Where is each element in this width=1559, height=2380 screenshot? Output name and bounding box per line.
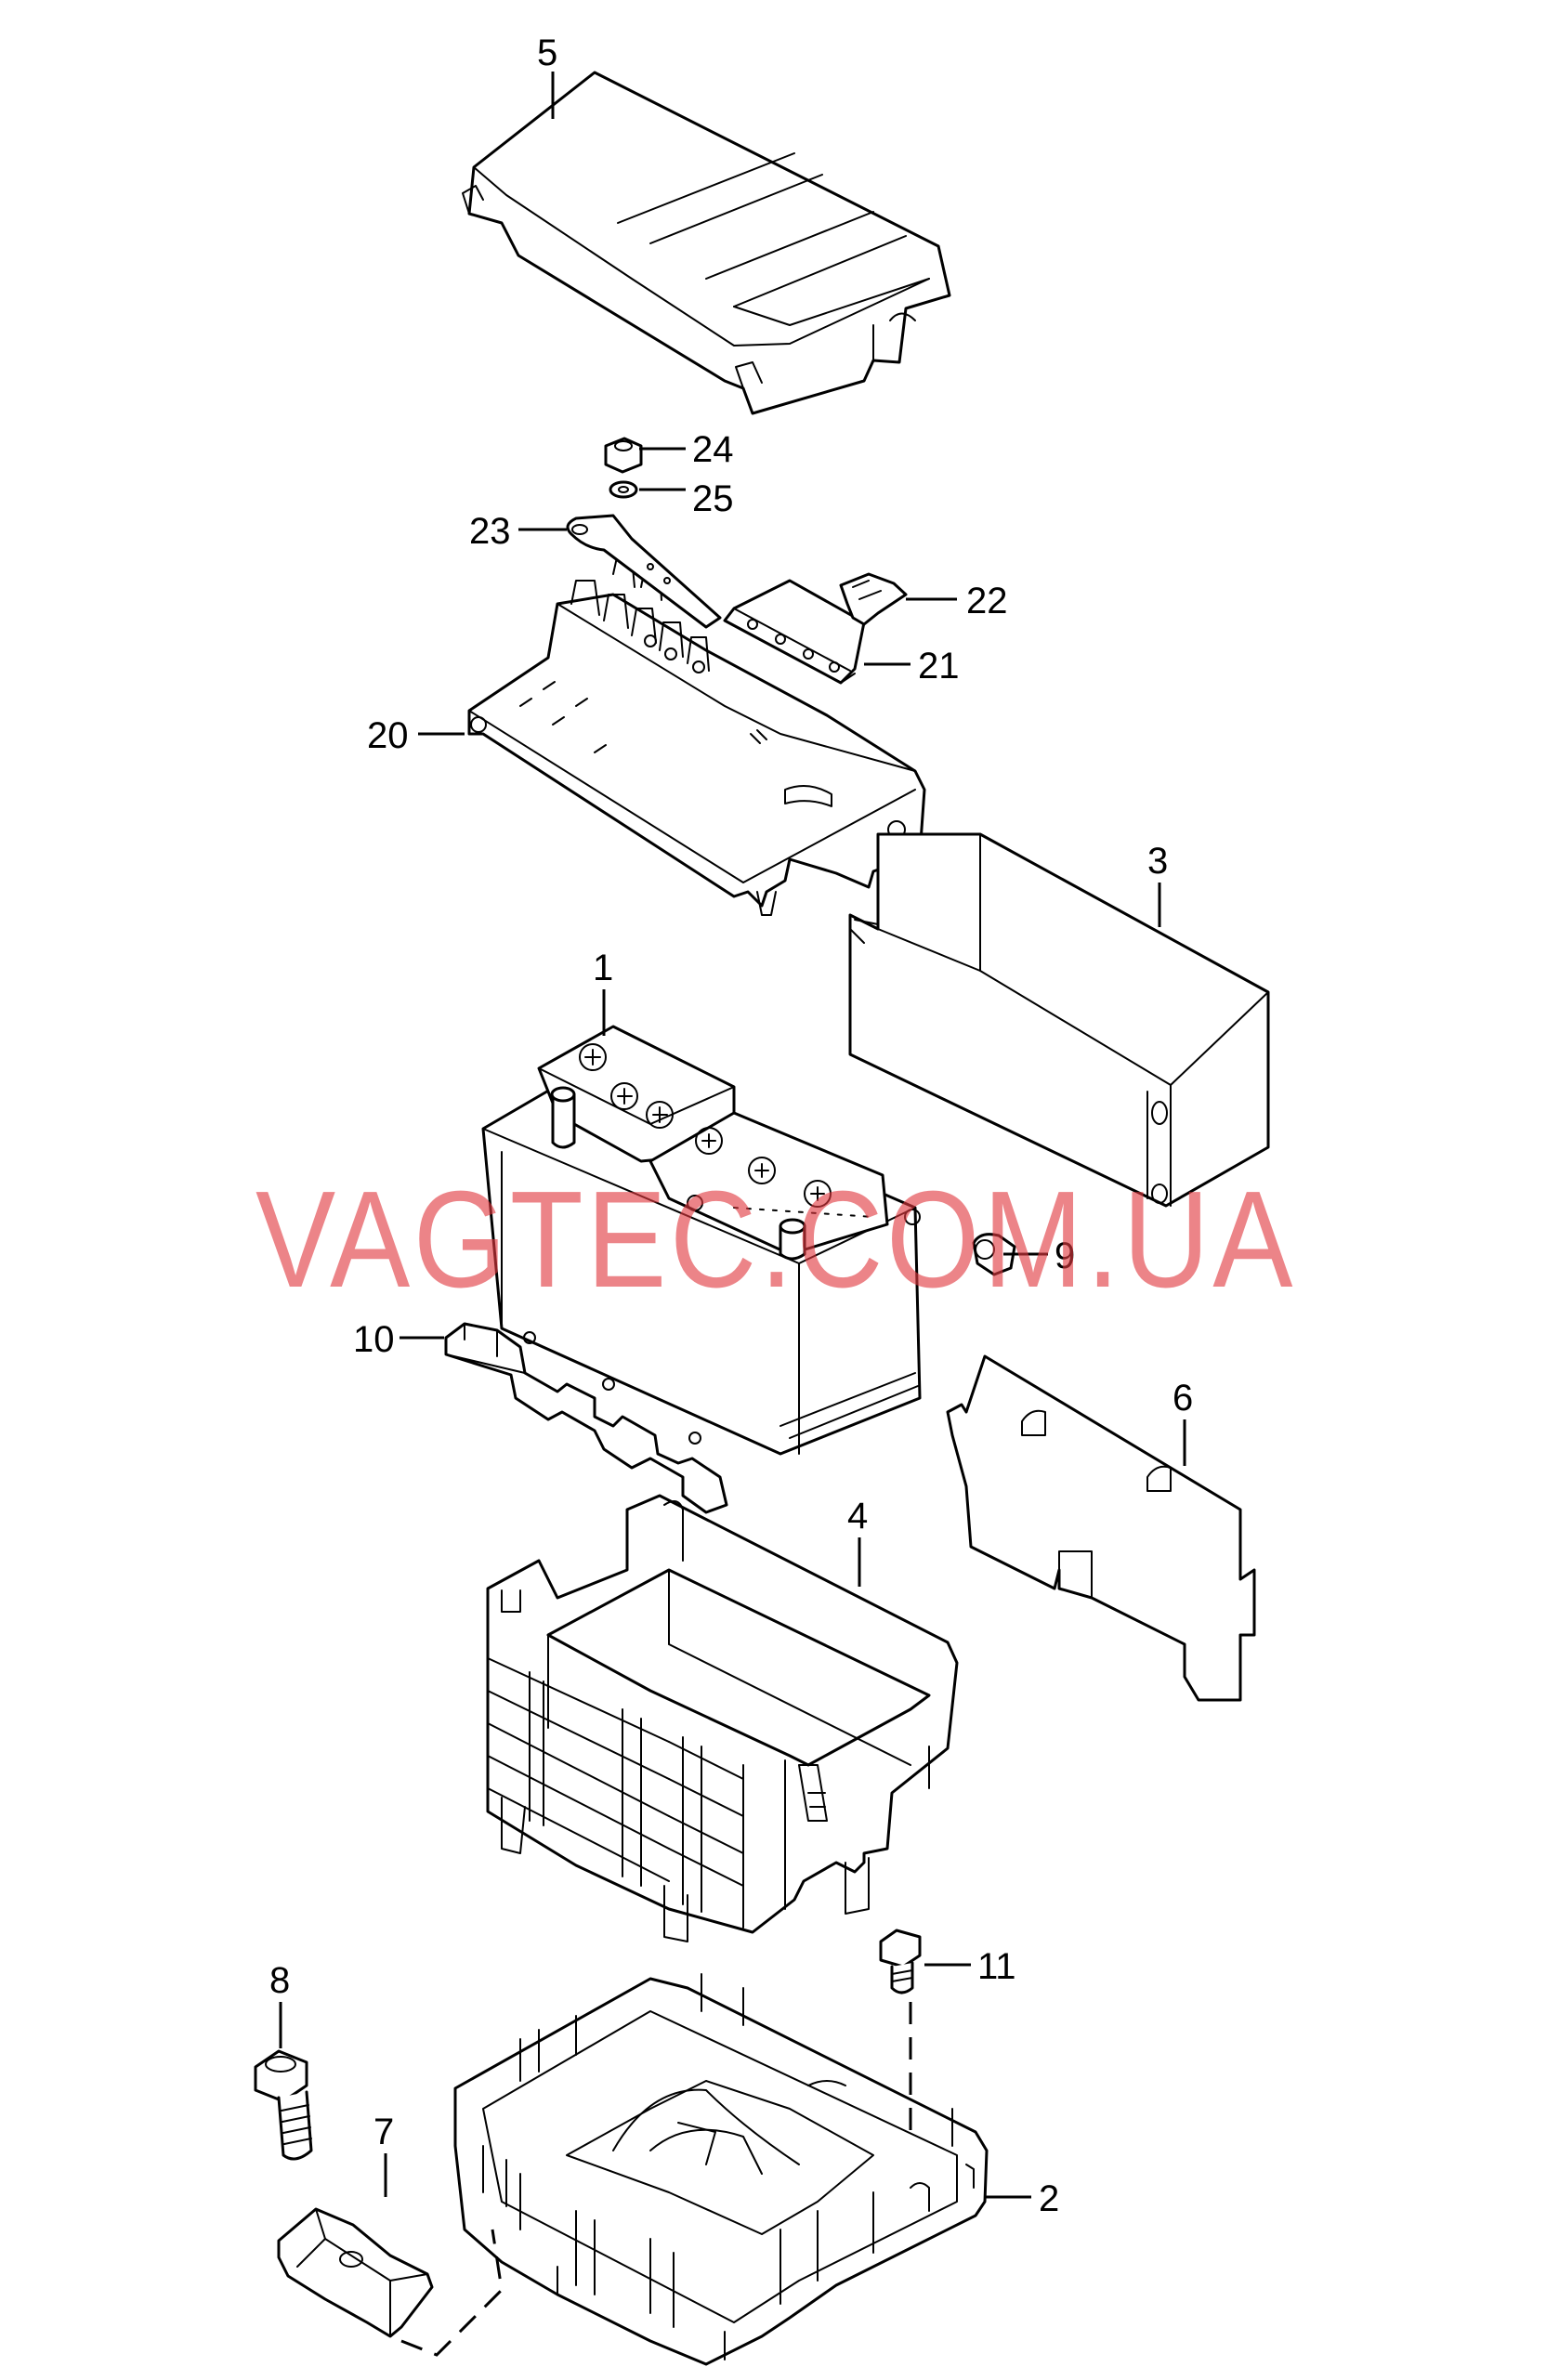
callout-10: 10 (353, 1319, 395, 1360)
callout-22: 22 (966, 581, 1008, 621)
callout-8: 8 (269, 1960, 290, 2001)
part-2-battery-tray (453, 1973, 989, 2366)
part-8-bolt (254, 2049, 313, 2161)
callout-23: 23 (469, 511, 511, 552)
part-1-battery (481, 1025, 922, 1456)
callout-3: 3 (1147, 841, 1168, 882)
part-10-hold-down-strip (444, 1322, 728, 1514)
callout-numbers: 5 24 25 23 22 21 20 3 1 9 10 6 4 11 8 7 … (269, 33, 1193, 2219)
callout-25: 25 (692, 478, 734, 519)
callout-21: 21 (918, 646, 960, 687)
part-7-clamp-plate (277, 2207, 434, 2338)
part-23-strap (566, 514, 722, 629)
callout-6: 6 (1173, 1378, 1193, 1419)
watermark-text: VAGTEC.COM.UA (255, 1163, 1296, 1316)
callout-9: 9 (1055, 1236, 1075, 1276)
callout-20: 20 (367, 715, 409, 756)
callout-2: 2 (1039, 2178, 1059, 2219)
part-20-terminal-bracket (467, 556, 926, 916)
part-25-washer (609, 480, 638, 499)
part-24-nut (604, 437, 643, 474)
assembly-dash-lines (400, 2002, 912, 2357)
leader-lines (279, 72, 1186, 2199)
part-3-insulation-sleeve (848, 832, 1270, 1208)
callout-4: 4 (847, 1496, 868, 1537)
callout-1: 1 (593, 948, 613, 988)
callout-5: 5 (537, 33, 557, 73)
part-6-heat-shield (946, 1354, 1256, 1702)
part-11-bolt (879, 1929, 922, 1994)
callout-7: 7 (373, 2112, 394, 2152)
part-4-battery-box (486, 1494, 959, 1942)
part-22-fuse (839, 572, 908, 626)
callout-24: 24 (692, 429, 734, 470)
part-5-battery-cover (462, 71, 951, 415)
part-9-vent-plug (972, 1233, 1016, 1276)
callout-11: 11 (977, 1946, 1016, 1987)
part-21-fuse-strip (723, 579, 866, 685)
